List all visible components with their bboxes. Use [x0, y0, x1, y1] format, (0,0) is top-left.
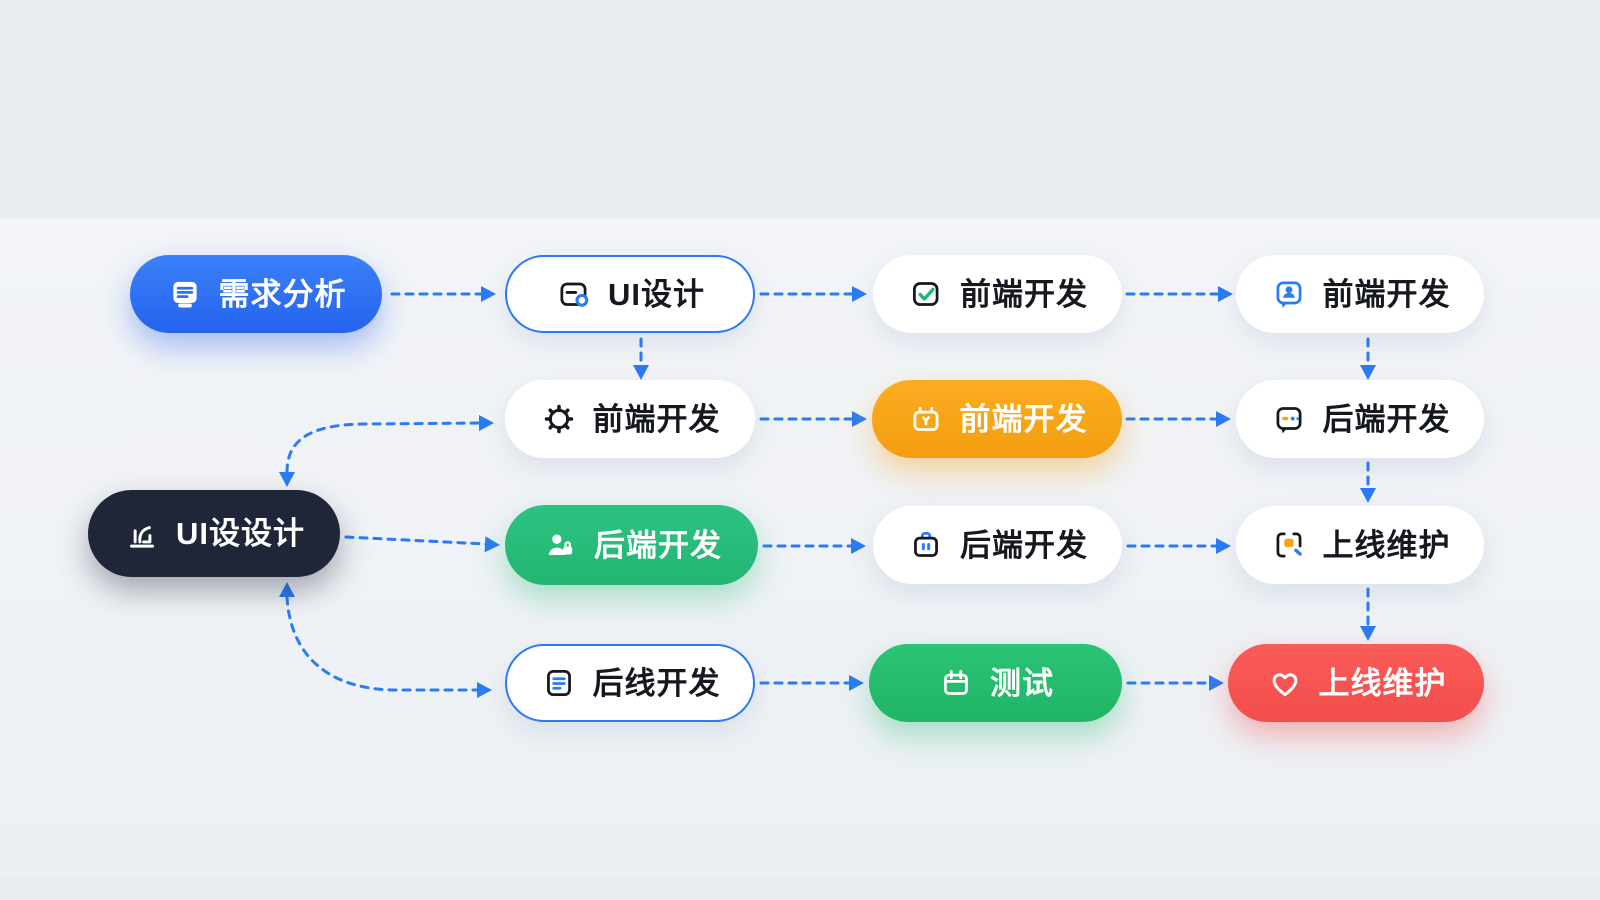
arrowhead-icon	[1209, 675, 1224, 691]
document-lines-icon	[540, 664, 578, 702]
arrowhead-icon	[852, 411, 867, 427]
node-label: 后端开发	[1322, 401, 1451, 437]
arrowhead-icon	[1218, 286, 1233, 302]
heart-icon	[1266, 664, 1304, 702]
document-chat-icon	[166, 275, 204, 313]
briefcase-icon	[907, 526, 945, 564]
node-frontend-dev-gear: 前端开发	[505, 380, 755, 458]
node-backend-dev-user: 后端开发	[505, 505, 758, 585]
arrowhead-icon	[849, 675, 864, 691]
arrowhead-icon	[633, 365, 649, 380]
arrowhead-icon	[1216, 411, 1231, 427]
node-backend-dev-briefcase: 后端开发	[873, 506, 1122, 584]
user-lock-icon	[541, 526, 579, 564]
gear-icon	[540, 400, 578, 438]
toolbox-icon	[907, 400, 945, 438]
node-frontend-dev-check: 前端开发	[873, 255, 1122, 333]
node-label: 前端开发	[960, 276, 1088, 312]
node-label: 上线维护	[1322, 527, 1451, 563]
node-label: 上线维护	[1318, 665, 1447, 701]
node-ui-design: UI设计	[505, 255, 755, 333]
node-backend-dev-chat: 后端开发	[1236, 380, 1484, 458]
chat-user-icon	[1270, 275, 1308, 313]
arrowhead-icon	[1360, 626, 1376, 641]
node-label: 前端开发	[1322, 276, 1451, 312]
connector-ui-design-dark-to-backend-dev-user	[344, 535, 488, 546]
arrowhead-icon	[479, 415, 494, 431]
node-label: 前端开发	[592, 401, 721, 437]
arrowhead-icon	[1360, 488, 1376, 503]
arrowhead-icon	[481, 286, 496, 302]
arrowhead-icon	[279, 472, 295, 487]
node-label: 需求分析	[218, 276, 347, 312]
connector-ui-design-dark-to-backline-dev	[285, 595, 480, 692]
node-label: UI设设计	[176, 516, 305, 551]
node-label: 前端开发	[959, 401, 1088, 437]
calendar-icon	[937, 664, 975, 702]
node-frontend-dev-toolbox: 前端开发	[872, 380, 1122, 458]
arrowhead-icon	[279, 582, 295, 597]
node-testing: 测试	[869, 644, 1122, 722]
node-label: 后端开发	[960, 527, 1088, 563]
chat-dots-icon	[1270, 400, 1308, 438]
node-label: 测试	[990, 665, 1054, 701]
chart-pen-icon	[123, 515, 161, 553]
connector-ui-design-dark-to-frontend-dev-gear	[285, 421, 482, 474]
node-maintenance-final: 上线维护	[1228, 644, 1484, 722]
node-frontend-dev-chat: 前端开发	[1236, 255, 1484, 333]
arrowhead-icon	[1216, 538, 1231, 554]
node-label: 后端开发	[594, 527, 722, 563]
node-requirements-analysis: 需求分析	[130, 255, 382, 333]
arrowhead-icon	[484, 536, 500, 553]
bracket-edit-icon	[1270, 526, 1308, 564]
arrowhead-icon	[851, 538, 866, 554]
node-ui-design-dark: UI设设计	[88, 490, 340, 577]
node-backline-dev: 后线开发	[505, 644, 755, 722]
checkbox-icon	[907, 275, 945, 313]
arrowhead-icon	[477, 682, 492, 698]
arrowhead-icon	[852, 286, 867, 302]
node-maintenance-edit: 上线维护	[1236, 506, 1484, 584]
node-label: UI设计	[608, 276, 705, 312]
node-label: 后线开发	[592, 665, 721, 701]
ui-frame-icon	[555, 275, 593, 313]
arrowhead-icon	[1360, 365, 1376, 380]
